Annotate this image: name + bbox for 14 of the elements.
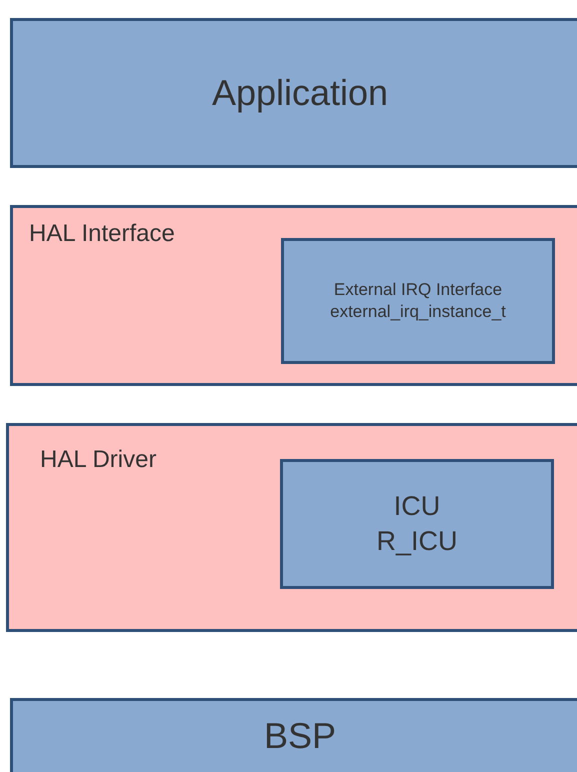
module-label: External IRQ Interface (334, 278, 502, 301)
module-label: external_irq_instance_t (330, 301, 506, 323)
module-label: ICU (394, 490, 440, 523)
layer-panel (10, 205, 577, 386)
module-label: R_ICU (376, 525, 458, 558)
layer-box (10, 698, 577, 772)
layer-label: Application (212, 70, 388, 115)
layer-title: HAL Interface (29, 220, 175, 248)
layer-panel (6, 423, 577, 632)
layer-label: BSP (264, 714, 336, 758)
module-box (280, 459, 554, 589)
layer-title: HAL Driver (40, 446, 156, 474)
layer-box (10, 18, 577, 168)
module-box (281, 238, 555, 364)
